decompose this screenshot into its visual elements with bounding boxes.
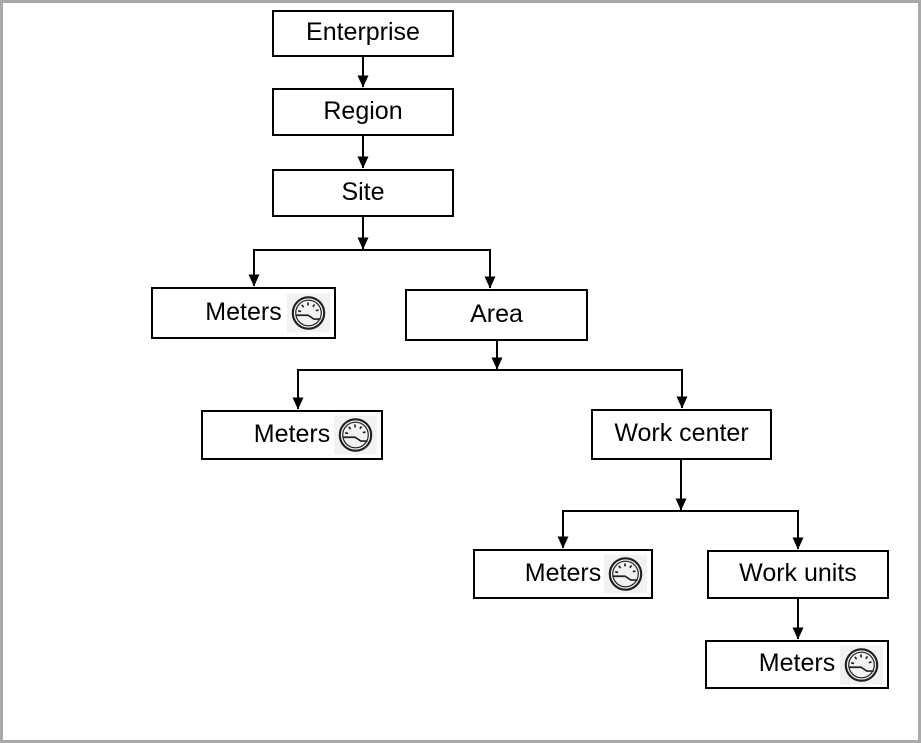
node-enterprise: Enterprise bbox=[272, 10, 454, 57]
node-label-area: Area bbox=[470, 299, 523, 328]
node-work-units: Work units bbox=[707, 550, 889, 599]
node-label-work-center: Work center bbox=[614, 419, 749, 447]
gauge-icon bbox=[334, 415, 377, 455]
node-label-site: Site bbox=[341, 177, 385, 206]
gauge-icon bbox=[604, 554, 647, 594]
node-meters-work-center: Meters bbox=[473, 549, 653, 599]
node-site: Site bbox=[272, 169, 454, 217]
node-label-meters-work-center: Meters bbox=[524, 558, 602, 587]
node-label-region: Region bbox=[323, 96, 403, 125]
node-meters-site: Meters bbox=[151, 287, 336, 339]
node-label-meters-area: Meters bbox=[253, 419, 331, 448]
node-label-work-units: Work units bbox=[739, 559, 857, 587]
node-meters-area: Meters bbox=[201, 410, 383, 460]
gauge-icon bbox=[287, 293, 330, 333]
gauge-icon bbox=[840, 645, 883, 684]
node-meters-work-units: Meters bbox=[705, 640, 889, 689]
node-label-enterprise: Enterprise bbox=[306, 18, 420, 46]
node-region: Region bbox=[272, 88, 454, 136]
node-work-center: Work center bbox=[591, 409, 772, 460]
node-label-meters-site: Meters bbox=[205, 297, 282, 326]
node-label-meters-work-units: Meters bbox=[758, 649, 836, 677]
node-area: Area bbox=[405, 289, 588, 341]
